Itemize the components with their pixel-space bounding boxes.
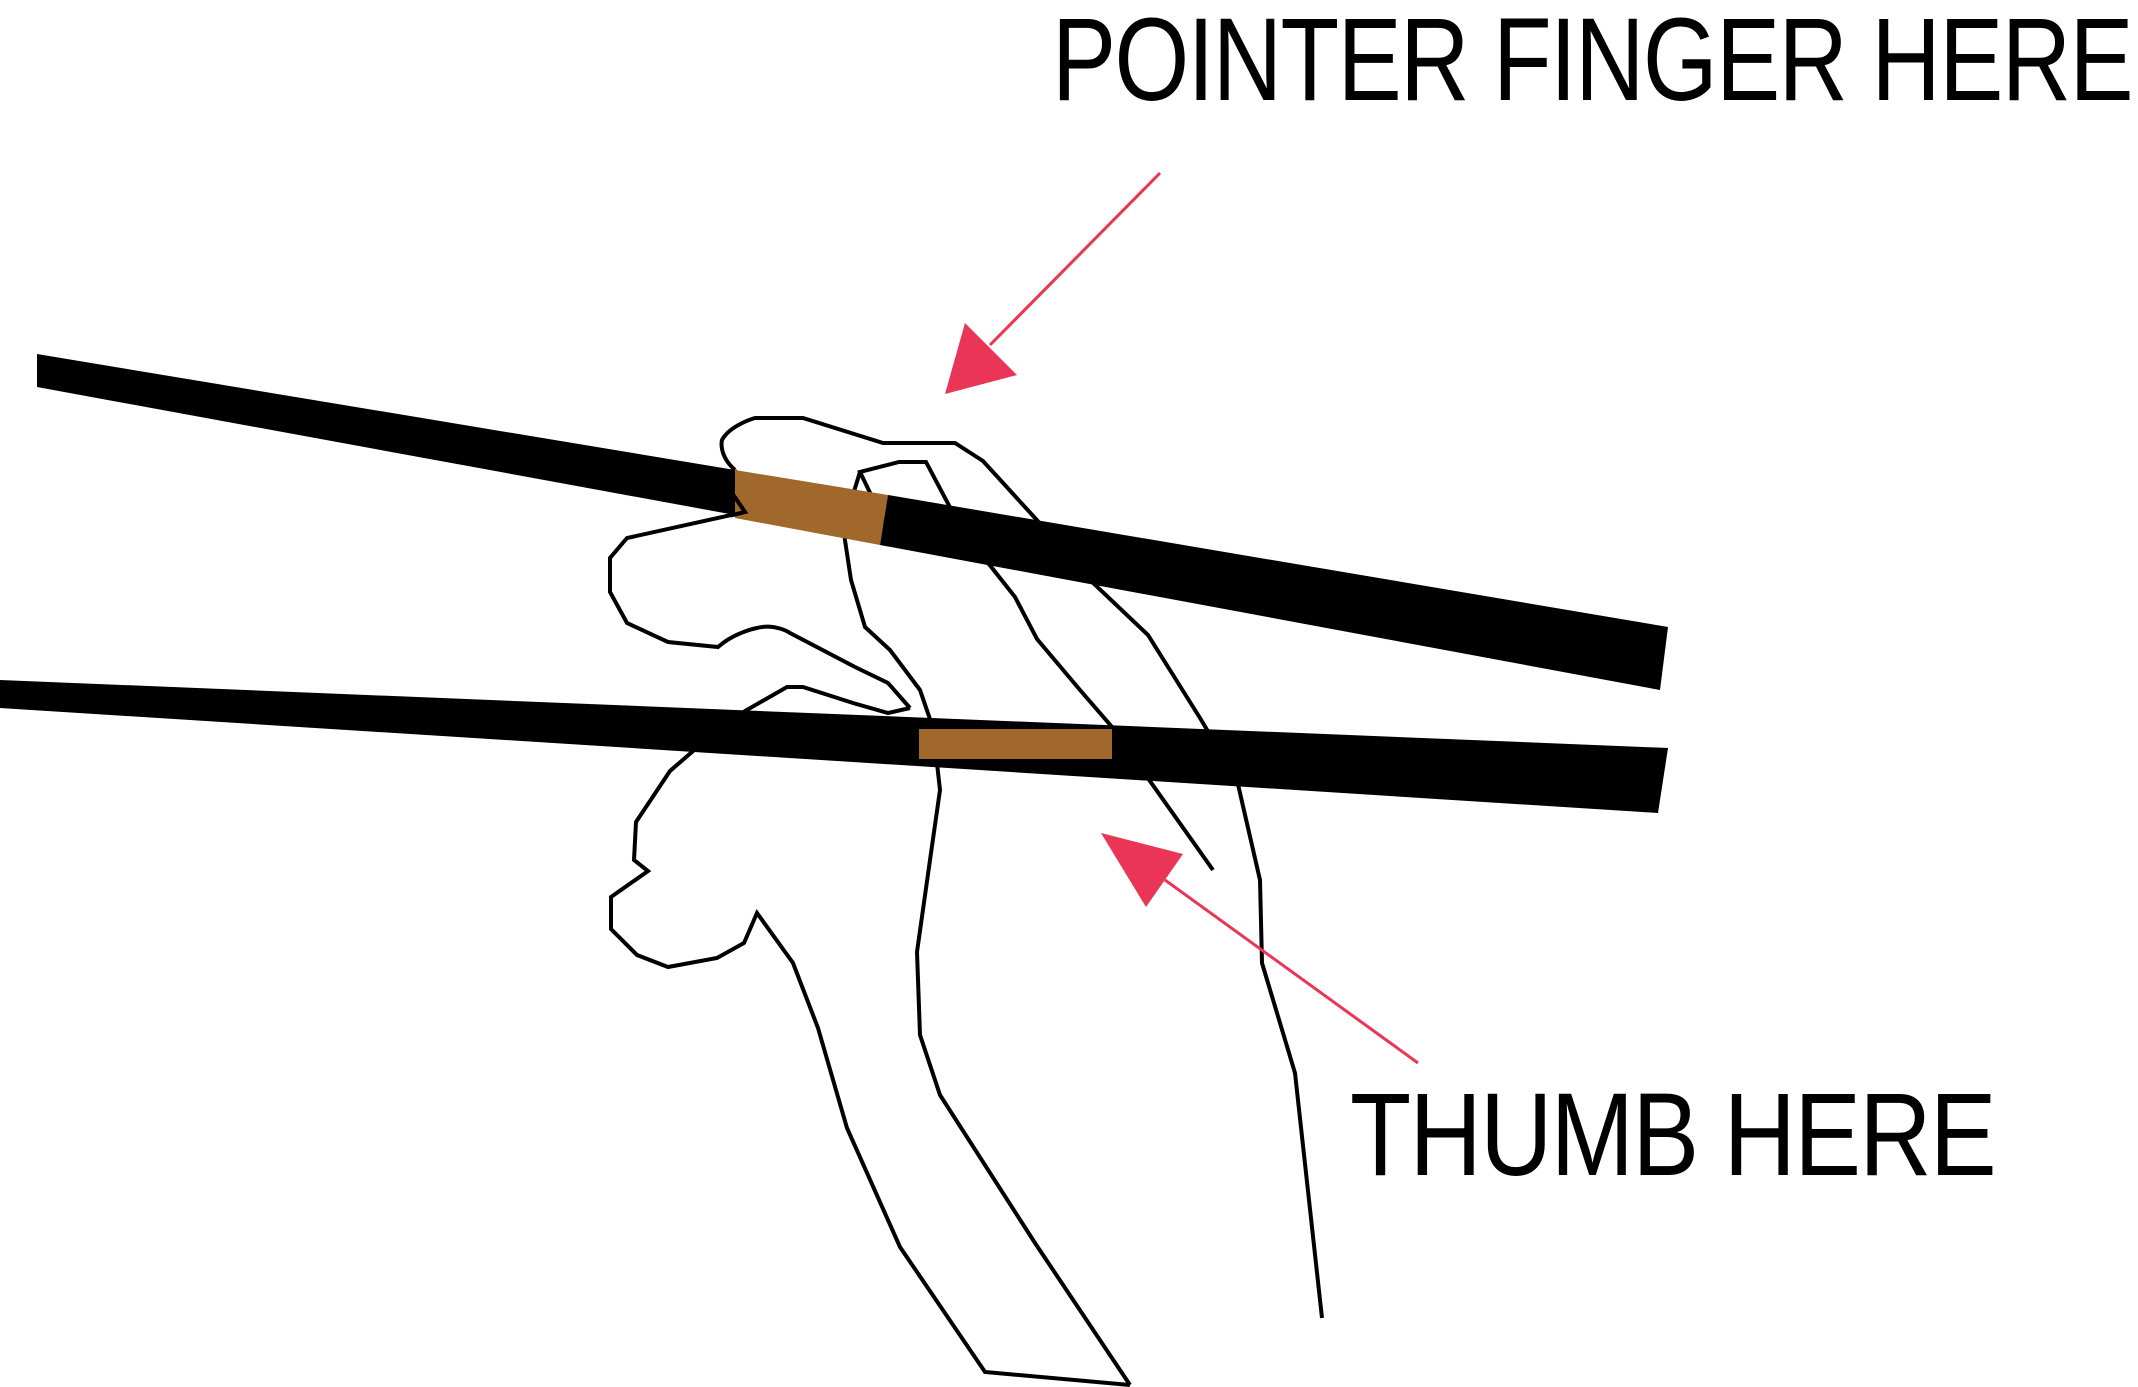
- pointer-arrow-shaft: [988, 171, 1162, 347]
- arrow-down-left-icon: [945, 323, 1017, 394]
- pointer-finger-label: POINTER FINGER HERE: [1052, 0, 2132, 126]
- fingertip-overlap-line: [728, 472, 749, 518]
- bottom-chopstick-body: [0, 680, 1668, 813]
- index-fingertip-outline: [719, 416, 1324, 1319]
- top-chopstick-left-segment: [37, 354, 735, 515]
- thumb-label: THUMB HERE: [1350, 1069, 1995, 1201]
- palm-crease-outline: [840, 471, 1132, 1387]
- bottom-chopstick: [0, 680, 1668, 813]
- thumb-outline: [609, 685, 1131, 1387]
- pointer-finger-arrow: [945, 171, 1162, 394]
- arrow-up-left-icon: [1101, 833, 1183, 907]
- thumb-arrow: [1101, 833, 1419, 1065]
- top-chopstick-right-segment: [880, 495, 1668, 690]
- top-chopstick: [37, 354, 1668, 690]
- thumb-arrow-shaft: [1164, 878, 1419, 1065]
- top-chopstick-grip-band: [735, 470, 888, 545]
- bottom-chopstick-grip-band: [919, 729, 1112, 759]
- index-finger-outline: [608, 469, 912, 710]
